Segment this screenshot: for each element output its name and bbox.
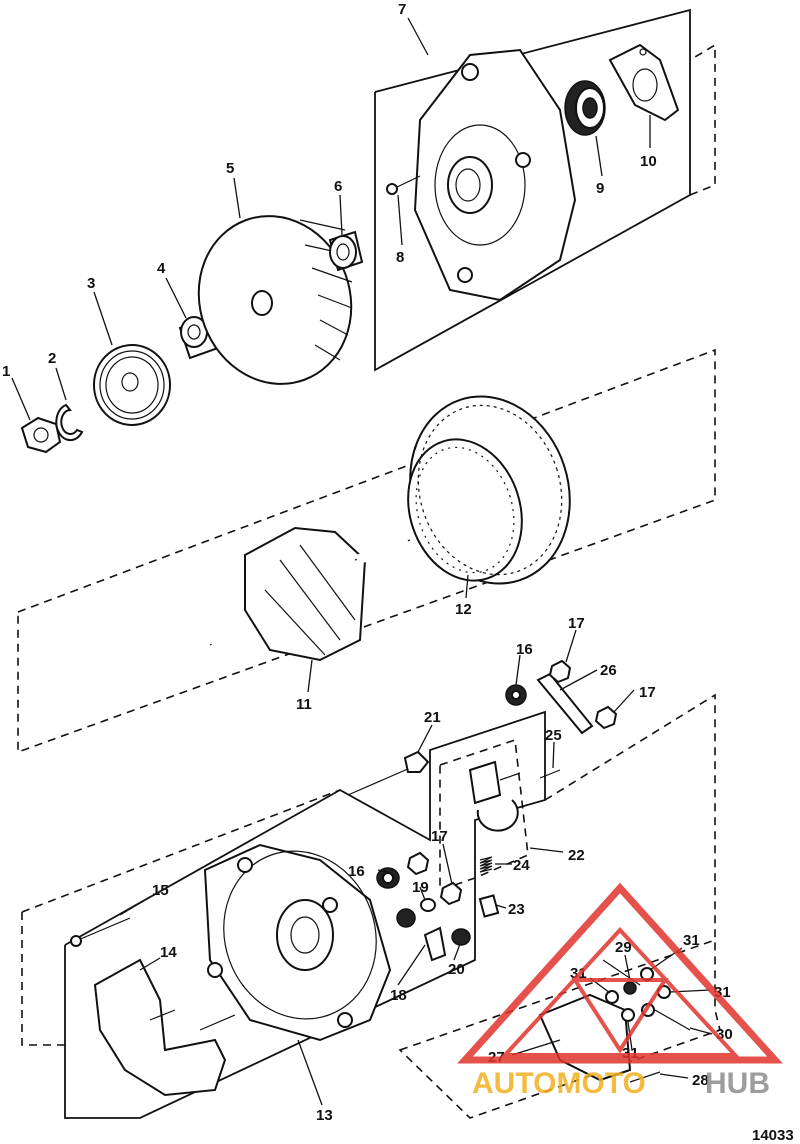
callout-20: 20 — [448, 961, 465, 978]
callout-25: 25 — [545, 727, 562, 744]
watermark-triangle-icon — [457, 882, 783, 1064]
nut-17-upper-b-part — [594, 705, 618, 730]
callout-29: 29 — [615, 939, 632, 956]
brush-part — [478, 894, 500, 918]
callout-9: 9 — [596, 180, 604, 197]
figure-number: 14033 — [752, 1127, 794, 1144]
rotor-part — [209, 526, 411, 662]
watermark-logo: AUTOMOTO HUB — [457, 882, 783, 1100]
callout-4: 4 — [157, 260, 166, 277]
pulley-part — [93, 344, 171, 426]
front-housing-group-box — [374, 8, 716, 372]
lock-washer-part — [55, 403, 84, 442]
screw-part — [386, 175, 421, 195]
rear-housing-part — [203, 843, 392, 1042]
callout-15: 15 — [152, 882, 169, 899]
callout-6: 6 — [334, 178, 342, 195]
callout-13: 13 — [316, 1107, 333, 1124]
callout-16-lower: 16 — [348, 863, 365, 880]
callout-1: 1 — [2, 363, 10, 380]
callout-5: 5 — [226, 160, 234, 177]
bearing-part — [564, 80, 606, 136]
callout-3: 3 — [87, 275, 95, 292]
callout-19: 19 — [412, 879, 429, 896]
long-screw-part — [70, 917, 131, 947]
nut-17-lower-a-part — [406, 851, 430, 876]
rear-housing-group-box — [21, 693, 716, 1119]
stator-part — [407, 395, 571, 585]
terminal-bracket-part — [396, 898, 471, 962]
callout-23: 23 — [508, 901, 525, 918]
callout-24: 24 — [513, 857, 530, 874]
callout-2: 2 — [48, 350, 56, 367]
regulator-part — [468, 760, 521, 832]
brush-subgroup-box — [439, 738, 529, 892]
callout-11: 11 — [296, 696, 312, 713]
callout-10: 10 — [640, 153, 657, 170]
nut-16-upper-part — [505, 684, 527, 706]
fan-part — [197, 215, 353, 385]
callout-8: 8 — [396, 249, 404, 266]
callout-21: 21 — [424, 709, 441, 726]
spring-part — [479, 856, 493, 873]
collar-part — [328, 230, 364, 272]
callout-17-lower: 17 — [431, 828, 448, 845]
callout-labels: 1 2 3 4 5 6 7 8 9 10 11 12 13 14 15 16 1… — [2, 1, 733, 1124]
heat-shield-part — [93, 958, 236, 1097]
nut-part — [20, 416, 62, 454]
nut-17-upper-a-part — [548, 659, 572, 684]
callout-16-upper: 16 — [516, 641, 533, 658]
through-bolt-part — [347, 750, 430, 796]
brush-holder-group-box — [398, 938, 721, 1119]
callout-7: 7 — [398, 1, 406, 18]
retainer-plate-part — [608, 43, 680, 122]
watermark-text-left: AUTOMOTO — [472, 1067, 646, 1100]
callout-17-upper-a: 17 — [568, 615, 585, 632]
callout-31-a: 31 — [683, 932, 700, 949]
callout-26: 26 — [600, 662, 617, 679]
strap-part — [536, 672, 594, 735]
callout-22: 22 — [568, 847, 585, 864]
nut-16-lower-part — [376, 867, 400, 889]
nut-17-lower-b-part — [439, 881, 463, 906]
front-housing-part — [413, 48, 577, 302]
small-screw-part — [539, 769, 561, 779]
callout-17-upper-b: 17 — [639, 684, 656, 701]
callout-12: 12 — [455, 601, 472, 618]
watermark-text-right: HUB — [705, 1067, 770, 1100]
callout-14: 14 — [160, 944, 177, 961]
callout-28: 28 — [692, 1072, 709, 1089]
callout-18: 18 — [390, 987, 407, 1004]
